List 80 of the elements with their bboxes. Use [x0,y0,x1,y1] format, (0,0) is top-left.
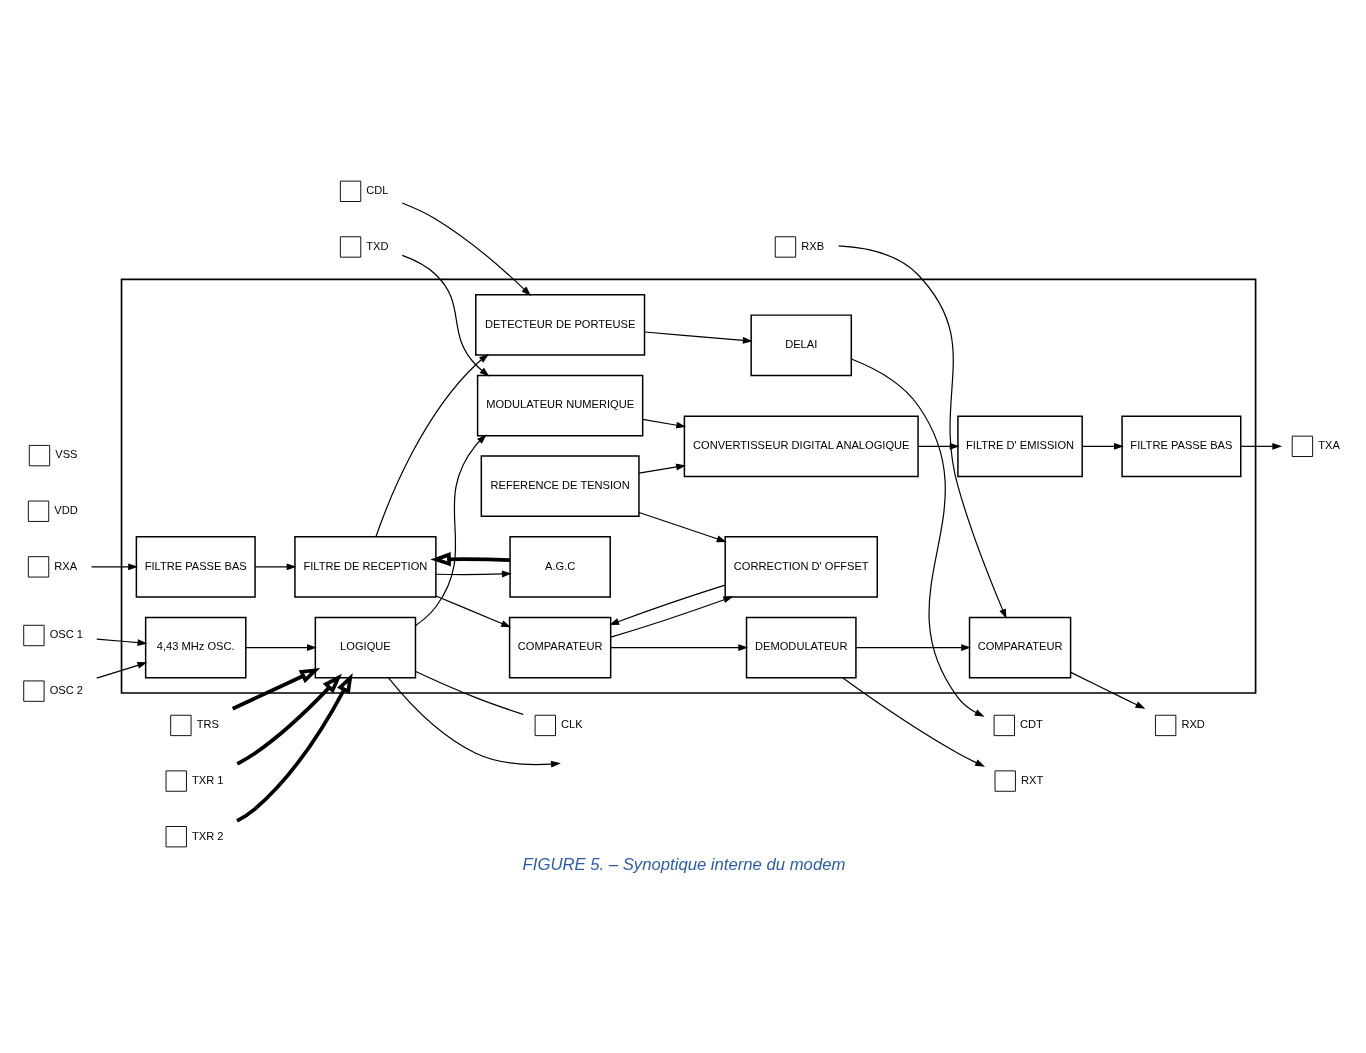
arrow [236,672,353,823]
node-label: TXR 2 [192,829,224,842]
arrow [644,330,753,344]
arrow [245,643,317,651]
node-box [1291,435,1314,457]
arrow [610,595,734,638]
node-box: FILTRE PASSE BAS [135,535,256,598]
node-label: VDD [54,503,78,516]
node-box [339,235,362,258]
node-box: MODULATEUR NUMERIQUE [476,374,644,436]
node-label: CLK [561,717,583,730]
arrow [415,434,487,626]
node-box [534,714,556,736]
node-label: CDL [366,183,389,196]
arrow [375,353,489,537]
arrow [1070,671,1146,709]
arrow [850,357,985,717]
node-box: 4,43 MHz OSC. [144,616,247,678]
node-box [994,769,1016,792]
arrow [387,676,561,768]
arrow [401,254,490,376]
node-box: REFERENCE DE TENSION [480,454,640,517]
node-label: CDT [1020,717,1043,730]
node-box: A.G.C [509,535,611,598]
node-box: DETECTEUR DE PORTEUSE [475,293,646,356]
node-box [170,714,192,736]
node-label: RXA [54,559,78,572]
node-box: DEMODULATEUR [745,616,857,678]
arrow [401,201,532,296]
node-box: COMPARATEUR [968,616,1072,678]
node-box [165,825,187,847]
arrow [231,667,321,710]
node-label: RXD [1181,717,1205,730]
node-box [27,500,50,522]
arrow [90,562,139,570]
node-label: OSC 2 [49,683,84,696]
node-box [1155,714,1177,736]
arrow [638,463,686,474]
node-box: FILTRE PASSE BAS [1121,414,1242,477]
node-box [339,180,362,202]
arrow [838,244,1007,619]
arrow [430,551,510,566]
arrow [1240,442,1283,450]
node-box: DELAI [750,313,853,376]
arrow [855,643,972,651]
node-label: RXB [801,239,825,252]
arrow [96,637,148,646]
arrow [609,584,726,625]
arrow [638,511,727,542]
node-label: VSS [55,447,78,460]
node-box [774,235,797,258]
node-label: TRS [196,717,219,730]
node-label: TXA [1318,438,1340,451]
node-box: CORRECTION D' OFFSET [724,535,878,598]
node-box: FILTRE D' EMISSION [957,414,1083,477]
arrow [642,418,687,429]
node-box [28,444,51,466]
arrow [610,643,749,651]
arrow [435,594,512,627]
node-box: CONVERTISSEUR DIGITAL ANALOGIQUE [683,414,919,477]
node-box: FILTRE DE RECEPTION [294,535,437,598]
node-box [993,714,1015,736]
connector [415,670,524,715]
node-box [23,624,45,646]
arrow [435,569,512,577]
arrow [1081,442,1124,450]
node-label: TXD [366,239,389,252]
arrow [254,562,297,570]
node-box: COMPARATEUR [508,616,612,678]
node-label: TXR 1 [192,773,224,786]
node-box [165,769,187,792]
node-box: LOGIQUE [314,616,417,678]
node-label: OSC 1 [49,627,84,640]
caption: FIGURE 5. – Synoptique interne du modem [522,854,846,874]
arrow [842,676,985,767]
arrow [96,661,148,679]
node-box [27,555,50,578]
arrow [236,673,342,765]
node-box [23,679,45,702]
node-label: RXT [1020,773,1044,786]
